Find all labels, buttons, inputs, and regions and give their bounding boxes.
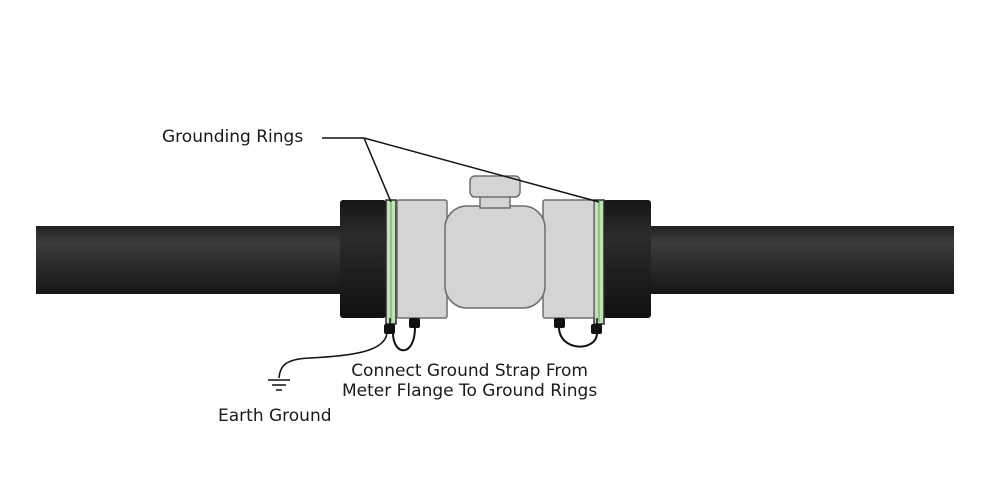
left-meter-flange xyxy=(396,199,448,319)
right-pipe-flange xyxy=(603,200,651,318)
right-meter-terminal xyxy=(554,318,565,328)
meter-cap xyxy=(469,175,521,198)
ground-strap-label-line1: Connect Ground Strap From xyxy=(351,361,588,381)
left-pipe xyxy=(36,226,342,294)
left-meter-terminal xyxy=(409,318,420,328)
earth-ground-icon xyxy=(268,379,290,391)
right-ground-strap xyxy=(558,326,598,348)
earth-ground-wire xyxy=(278,332,388,379)
left-ground-strap xyxy=(392,326,416,352)
right-pipe xyxy=(648,226,954,294)
leader-line-left xyxy=(363,137,392,203)
earth-ground-label: Earth Ground xyxy=(218,406,332,426)
ground-strap-instruction: Connect Ground Strap From Meter Flange T… xyxy=(342,361,597,402)
leader-line-to-right-ring xyxy=(363,137,600,203)
left-pipe-flange xyxy=(340,200,386,318)
right-ring-terminal xyxy=(591,324,602,334)
left-ring-terminal xyxy=(384,324,395,334)
meter-body xyxy=(444,205,546,309)
right-meter-flange xyxy=(542,199,595,319)
ground-strap-label-line2: Meter Flange To Ground Rings xyxy=(342,381,598,402)
grounding-rings-label: Grounding Rings xyxy=(162,127,304,147)
